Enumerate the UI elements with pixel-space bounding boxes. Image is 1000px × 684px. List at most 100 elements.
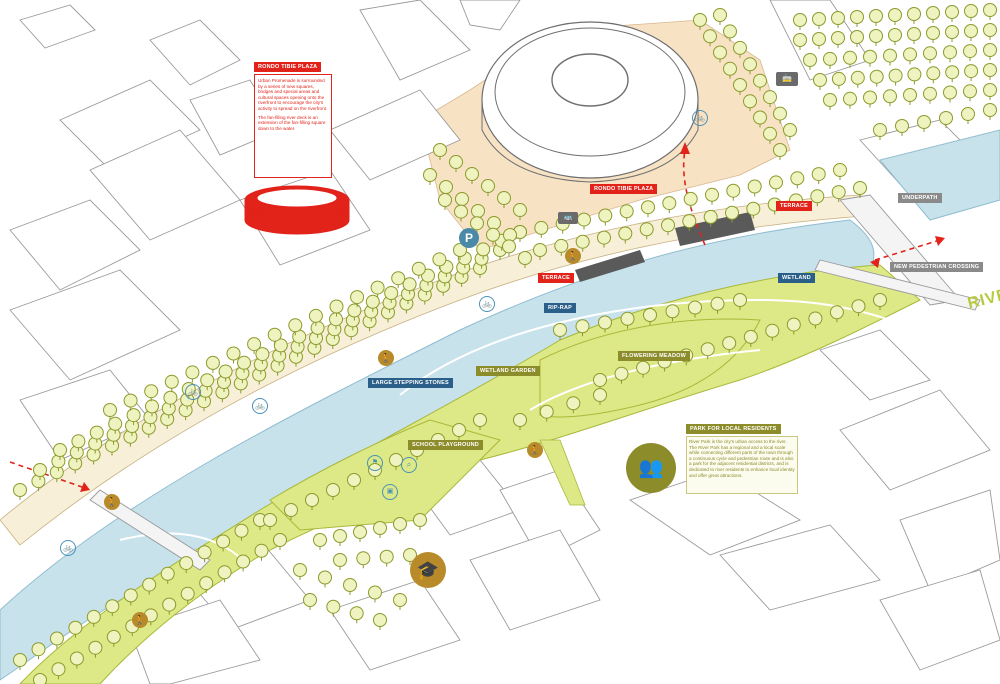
tree xyxy=(705,187,719,206)
label-wetland-right: WETLAND xyxy=(778,273,815,283)
tree xyxy=(926,26,940,44)
tree xyxy=(907,67,922,85)
tree xyxy=(33,673,47,684)
tree xyxy=(863,90,877,108)
stadium xyxy=(481,21,699,183)
tree xyxy=(903,47,917,65)
pedestrian-icon: 🚶 xyxy=(565,248,581,264)
tree xyxy=(823,93,837,111)
tree xyxy=(831,71,846,90)
rondo-note-p1: Urban Promenade is surrounded by a serie… xyxy=(258,78,328,111)
tree xyxy=(641,200,655,218)
tree xyxy=(983,103,997,121)
cyclist-icon: 🚲 xyxy=(479,296,495,312)
tree xyxy=(303,593,317,611)
tree xyxy=(353,525,367,543)
tree xyxy=(943,45,957,63)
tree xyxy=(964,24,978,42)
tree xyxy=(293,563,307,581)
tree xyxy=(926,6,940,24)
tree xyxy=(843,91,857,110)
tree xyxy=(393,517,407,535)
tree xyxy=(164,374,179,393)
tree xyxy=(945,65,960,83)
tree xyxy=(888,28,902,46)
rondo-note-p2: The fan-filling river deck is an extensi… xyxy=(258,114,326,131)
park-path-strip xyxy=(539,439,586,506)
tree xyxy=(619,204,634,222)
label-underpath: UNDERPATH xyxy=(898,193,942,203)
label-terrace-lower: TERRACE xyxy=(538,273,574,283)
tree xyxy=(869,9,883,27)
pedestrian-icon: 🚶 xyxy=(527,442,543,458)
tree xyxy=(945,25,959,43)
tree xyxy=(373,521,387,539)
park-note-box: River Park is the city's urban access to… xyxy=(686,436,798,494)
cyclist-icon: 🚲 xyxy=(692,110,708,126)
tree xyxy=(13,483,27,501)
tree xyxy=(713,8,727,26)
tree xyxy=(963,84,977,102)
tree xyxy=(747,179,762,197)
tree xyxy=(963,44,977,62)
tree xyxy=(534,220,549,239)
label-wetland-garden: WETLAND GARDEN xyxy=(476,366,540,376)
tree xyxy=(983,3,997,21)
tree xyxy=(662,196,677,214)
label-school-playground: SCHOOL PLAYGROUND xyxy=(408,440,483,450)
playground-icon: ⚑ xyxy=(367,455,383,471)
parking-icon: P xyxy=(459,228,479,248)
tree xyxy=(926,66,941,84)
tree xyxy=(423,168,437,186)
tree xyxy=(333,529,347,547)
tree xyxy=(833,163,847,181)
education-icon: 🎓 xyxy=(410,552,446,588)
tree xyxy=(811,167,826,185)
tree xyxy=(888,68,903,87)
pedestrian-icon: 🚶 xyxy=(104,494,120,510)
tree xyxy=(983,63,997,81)
tree xyxy=(850,10,864,28)
stadium-symbol xyxy=(244,185,350,235)
tree xyxy=(923,46,937,64)
cyclist-icon: 🚲 xyxy=(252,398,268,414)
people-icon: 👥 xyxy=(626,443,676,493)
tree xyxy=(356,551,371,569)
tree xyxy=(888,8,902,26)
label-rip-rap: RIP-RAP xyxy=(544,303,577,313)
tree xyxy=(907,7,921,25)
tree xyxy=(869,69,884,88)
tree xyxy=(869,29,883,47)
bridges xyxy=(89,194,981,571)
search-icon: ⌕ xyxy=(401,457,417,473)
tree xyxy=(577,212,591,231)
tree xyxy=(961,107,975,125)
tree xyxy=(769,175,783,193)
tree xyxy=(945,5,959,23)
label-large-stepping-stones: LARGE STEPPING STONES xyxy=(368,378,453,388)
tree xyxy=(964,4,978,22)
tree xyxy=(983,23,997,41)
tree xyxy=(144,384,159,402)
tree xyxy=(185,365,200,383)
tree xyxy=(923,86,937,105)
label-terrace-upper: TERRACE xyxy=(776,201,812,211)
pedestrian-icon: 🚶 xyxy=(132,612,148,628)
rondo-note-box: Urban Promenade is surrounded by a serie… xyxy=(254,74,332,178)
tree xyxy=(343,578,357,596)
tree xyxy=(379,549,394,568)
cyclist-icon: 🚲 xyxy=(185,384,201,400)
tree xyxy=(883,89,897,107)
tree xyxy=(205,355,220,374)
tram-icon: 🚋 xyxy=(776,72,798,86)
pedestrian-icon: 🚶 xyxy=(378,350,394,366)
tree xyxy=(850,70,865,89)
tree xyxy=(683,191,698,210)
terrace-steps xyxy=(575,212,755,282)
tree xyxy=(943,85,957,103)
tree xyxy=(598,208,613,226)
rondo-title-tag: RONDO TIBIE PLAZA xyxy=(254,62,322,72)
tree xyxy=(983,83,997,101)
